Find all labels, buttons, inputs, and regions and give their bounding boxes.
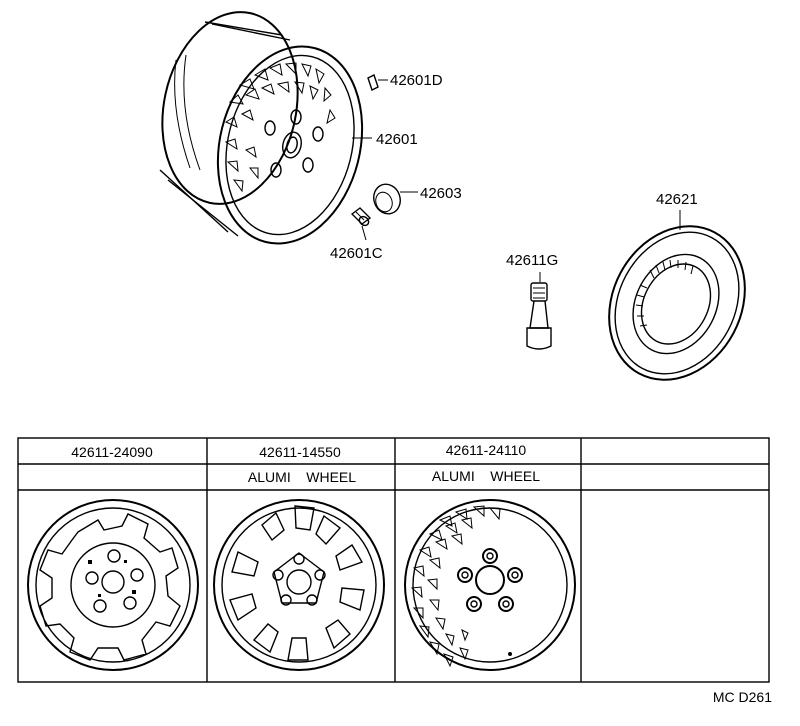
wheel-cover-42621-drawing (608, 225, 746, 381)
wheel-42611-24110-drawing (404, 499, 576, 671)
diagram-code: MC D261 (713, 689, 772, 705)
wheel-42611-14550-drawing (213, 499, 385, 671)
table-desc-2: ALUMI WHEEL (248, 469, 356, 485)
callout-42603: 42603 (420, 185, 462, 202)
wheel-table (17, 437, 770, 683)
callout-42611g: 42611G (506, 252, 558, 269)
callout-42601: 42601 (376, 131, 418, 148)
callout-42621: 42621 (656, 191, 698, 208)
wheel-42601-drawing (159, 11, 379, 245)
callout-42601d: 42601D (390, 72, 443, 89)
table-desc-3: ALUMI WHEEL (432, 468, 540, 484)
table-part-no-3: 42611-24110 (446, 442, 527, 458)
table-part-no-2: 42611-14550 (259, 444, 341, 460)
valve-stem-42611g-drawing (526, 282, 552, 350)
wheel-42611-24090-drawing (27, 499, 199, 671)
callout-42601c: 42601C (330, 245, 383, 262)
cap-42603-drawing (373, 183, 401, 215)
table-part-no-1: 42611-24090 (71, 444, 153, 460)
nut-42601c-drawing (350, 207, 372, 227)
